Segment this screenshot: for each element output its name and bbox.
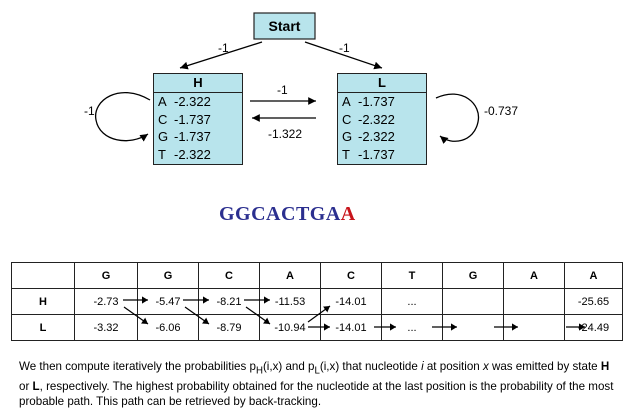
table-header: T	[381, 262, 443, 289]
state-l-box: L A-1.737 C-2.322 G-2.322 T-1.737	[337, 73, 427, 165]
self-loop-h	[95, 91, 151, 142]
table-cell: ...	[381, 314, 443, 341]
emission-row: T-2.322	[158, 146, 211, 162]
viterbi-table: G G C A C T G A A H -2.73 -5.47 -8.21 -1…	[11, 262, 623, 341]
table-cell: -24.49	[564, 314, 623, 341]
label-l-to-h: -1.322	[268, 127, 303, 141]
table-cell: -8.21	[198, 288, 260, 315]
table-cell: -10.94	[259, 314, 321, 341]
table-header: G	[137, 262, 199, 289]
table-header-row: G G C A C T G A A	[11, 262, 623, 289]
table-header: C	[198, 262, 260, 289]
emission-row: C-1.737	[158, 111, 211, 127]
arrow-start-to-l	[304, 41, 383, 70]
table-cell	[503, 314, 565, 341]
start-label: Start	[268, 18, 301, 34]
table-header: A	[564, 262, 623, 289]
emission-row: A-1.737	[342, 94, 395, 109]
label-start-to-h: -1	[218, 41, 229, 55]
table-cell	[442, 314, 504, 341]
state-h-title: H	[154, 74, 242, 93]
emission-row: A-2.322	[158, 94, 211, 109]
table-header: G	[74, 262, 138, 289]
sequence-title: GGCACTGAA	[219, 203, 356, 226]
table-cell: -6.06	[137, 314, 199, 341]
table-cell: -25.65	[564, 288, 623, 315]
row-label-l: L	[11, 314, 75, 341]
table-cell: -5.47	[137, 288, 199, 315]
emission-row: C-2.322	[342, 111, 395, 127]
table-header: A	[503, 262, 565, 289]
table-cell: -14.01	[320, 314, 382, 341]
row-label-h: H	[11, 288, 75, 315]
label-l-self: -0.737	[484, 104, 519, 118]
table-header: A	[259, 262, 321, 289]
table-header: C	[320, 262, 382, 289]
table-cell: -11.53	[259, 288, 321, 315]
table-cell: -3.32	[74, 314, 138, 341]
label-start-to-l: -1	[339, 41, 350, 55]
emission-row: G-2.322	[342, 129, 395, 144]
start-box	[253, 12, 316, 40]
label-h-to-l: -1	[277, 83, 288, 97]
table-row: L -3.32 -6.06 -8.79 -10.94 -14.01 ... -2…	[11, 314, 623, 341]
table-cell: ...	[381, 288, 443, 315]
label-h-self: -1	[84, 104, 95, 118]
table-cell: -8.79	[198, 314, 260, 341]
table-cell	[442, 288, 504, 315]
caption-text: We then compute iteratively the probabil…	[19, 360, 614, 409]
table-header	[11, 262, 75, 289]
table-cell: -2.73	[74, 288, 138, 315]
arrow-start-to-h	[179, 41, 263, 70]
state-h-box: H A-2.322 C-1.737 G-1.737 T-2.322	[153, 73, 243, 165]
table-row: H -2.73 -5.47 -8.21 -11.53 -14.01 ... -2…	[11, 288, 623, 315]
table-cell: -14.01	[320, 288, 382, 315]
sequence-last: A	[340, 203, 356, 225]
sequence-main: GGCACTGA	[219, 203, 341, 225]
table-cell	[503, 288, 565, 315]
table-header: G	[442, 262, 504, 289]
self-loop-l	[435, 93, 480, 144]
hmm-diagram	[95, 12, 480, 144]
emission-row: G-1.737	[158, 129, 211, 144]
emission-row: T-1.737	[342, 146, 395, 162]
state-l-title: L	[338, 74, 426, 93]
